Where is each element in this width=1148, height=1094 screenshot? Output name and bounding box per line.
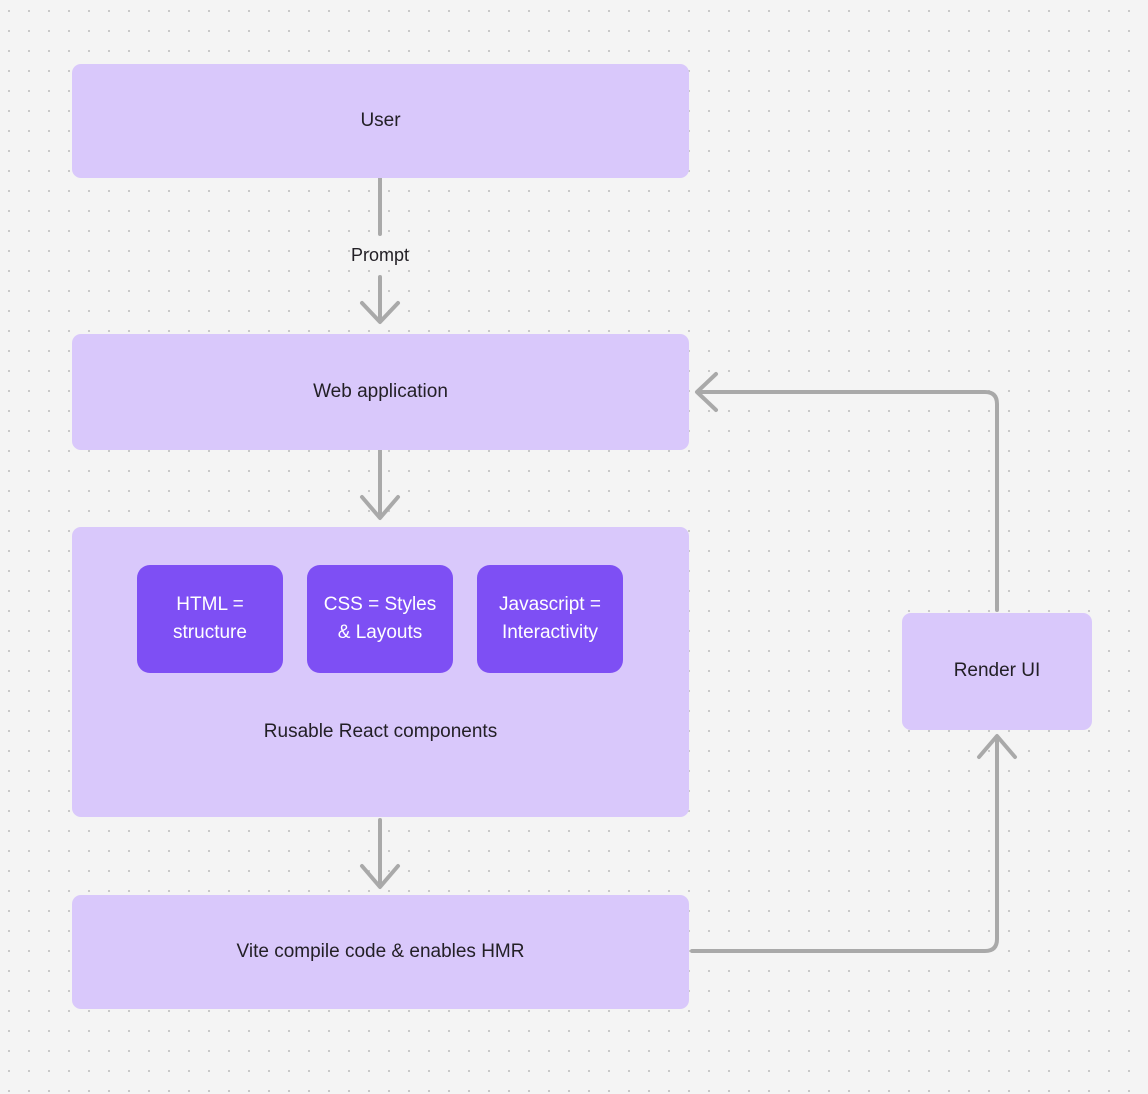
node-html-label: HTML = structure xyxy=(173,593,247,644)
node-user-label: User xyxy=(360,109,401,131)
node-javascript-label: Javascript = Interactivity xyxy=(499,593,601,644)
edge-label-prompt: Prompt xyxy=(350,245,410,265)
node-user[interactable]: User xyxy=(72,64,689,178)
node-vite-label: Vite compile code & enables HMR xyxy=(236,940,525,962)
node-css[interactable]: CSS = Styles & Layouts xyxy=(307,565,453,673)
node-components-group[interactable]: HTML = structure CSS = Styles & Layouts … xyxy=(72,527,689,817)
node-web-application-label: Web application xyxy=(313,380,448,402)
node-vite[interactable]: Vite compile code & enables HMR xyxy=(72,895,689,1009)
node-css-label: CSS = Styles & Layouts xyxy=(323,593,437,644)
node-web-application[interactable]: Web application xyxy=(72,334,689,450)
node-html[interactable]: HTML = structure xyxy=(137,565,283,673)
edge-render-to-web xyxy=(695,372,999,612)
node-render-ui-label: Render UI xyxy=(953,660,1041,682)
edge-components-to-vite xyxy=(360,818,400,889)
edge-web-to-components xyxy=(360,448,400,520)
edge-vite-to-render xyxy=(690,734,1017,953)
node-components-group-caption: Rusable React components xyxy=(263,721,498,742)
node-javascript[interactable]: Javascript = Interactivity xyxy=(477,565,623,673)
node-render-ui[interactable]: Render UI xyxy=(902,613,1092,730)
